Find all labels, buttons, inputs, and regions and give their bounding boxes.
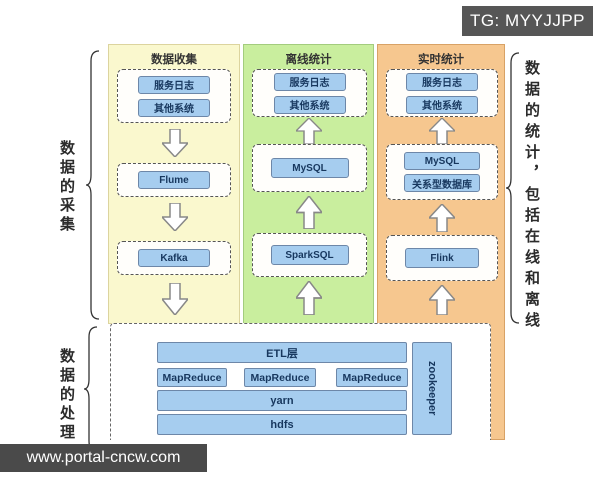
kafka-group: Kafka (117, 241, 231, 275)
label-data-collection: 数据的采集 (58, 140, 75, 235)
arrow-up-icon (296, 118, 322, 144)
arrow-up-icon (429, 285, 455, 315)
node-other-system: 其他系统 (138, 98, 210, 117)
arrow-up-icon (429, 204, 455, 232)
node-other-system: 其他系统 (406, 95, 478, 114)
arrow-down-icon (162, 129, 188, 157)
node-mysql: MySQL (270, 158, 349, 178)
mysql-group-offline: MySQL (252, 144, 367, 192)
arrow-up-icon (296, 281, 322, 315)
node-hdfs: hdfs (157, 414, 407, 435)
label-data-statistics: 数据的统计，包括在线和离线 (523, 60, 540, 333)
column-data-collection: 数据收集 服务日志 其他系统 Flume Kafka (108, 44, 240, 324)
node-flink: Flink (405, 248, 479, 268)
flume-group: Flume (117, 163, 231, 197)
source-group-realtime: 服务日志 其他系统 (386, 69, 498, 117)
column-title-collection: 数据收集 (151, 54, 197, 66)
node-service-log: 服务日志 (406, 72, 478, 91)
arrow-up-icon (296, 196, 322, 229)
node-etl-layer: ETL层 (157, 342, 407, 363)
processing-cluster-box: ETL层 MapReduce MapReduce MapReduce yarn … (110, 323, 491, 440)
source-group-collection: 服务日志 其他系统 (117, 69, 231, 123)
brace-statistics (506, 52, 520, 324)
arrow-down-icon (162, 203, 188, 231)
column-offline-stats: 离线统计 服务日志 其他系统 MySQL SparkSQL (243, 44, 374, 324)
sparksql-group: SparkSQL (252, 233, 367, 277)
flink-group: Flink (386, 235, 498, 281)
node-service-log: 服务日志 (273, 72, 346, 91)
source-group-offline: 服务日志 其他系统 (252, 69, 367, 117)
node-relational-db: 关系型数据库 (404, 174, 480, 192)
mysql-group-realtime: MySQL 关系型数据库 (386, 144, 498, 200)
label-data-processing: 数据的处理 (58, 348, 75, 443)
node-mapreduce: MapReduce (157, 368, 227, 387)
arrow-up-icon (429, 118, 455, 144)
node-mapreduce: MapReduce (244, 368, 316, 387)
node-sparksql: SparkSQL (270, 245, 349, 265)
node-flume: Flume (138, 171, 210, 189)
node-zookeeper: zookeeper (412, 342, 452, 435)
column-title-realtime: 实时统计 (418, 54, 464, 66)
node-yarn: yarn (157, 390, 407, 411)
column-title-offline: 离线统计 (285, 54, 332, 66)
brace-processing (84, 326, 98, 452)
node-mapreduce: MapReduce (336, 368, 408, 387)
tg-watermark-badge: TG: MYYJJPP (462, 6, 593, 36)
node-service-log: 服务日志 (138, 75, 210, 94)
node-mysql: MySQL (404, 152, 480, 170)
node-kafka: Kafka (138, 249, 210, 267)
arrow-down-icon (162, 283, 188, 315)
brace-collection (86, 50, 100, 320)
site-watermark: www.portal-cncw.com (0, 444, 207, 472)
node-other-system: 其他系统 (273, 95, 346, 114)
